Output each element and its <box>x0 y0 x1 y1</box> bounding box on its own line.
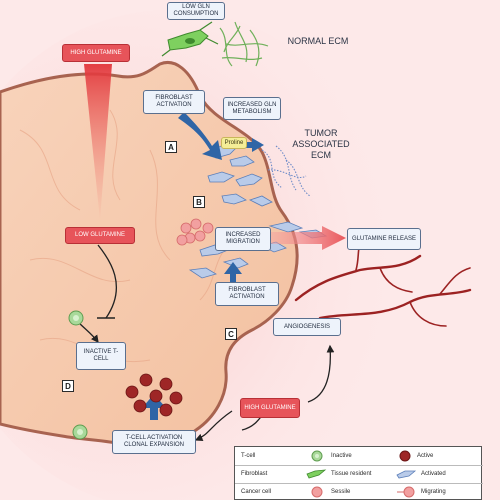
blood-vessels <box>294 235 472 327</box>
inactive-tcells <box>68 310 88 440</box>
resident-fibroblast-icon <box>306 469 327 479</box>
increased-migration-box: INCREASED MIGRATION <box>215 227 271 251</box>
activated-fibroblast-icon <box>396 470 417 479</box>
low-glutamine-box: LOW GLUTAMINE <box>65 227 135 244</box>
glutamine-gradient-beam <box>84 64 112 220</box>
panel-letter-a: A <box>165 141 177 153</box>
legend-sessile-label: Sessile <box>331 489 351 495</box>
tcell-activation-box: T-CELL ACTIVATION CLONAL EXPANSION <box>112 430 196 454</box>
legend-tissue-resident-label: Tissue resident <box>331 471 372 477</box>
legend-row-fibroblast: Fibroblast Tissue resident Activated <box>235 465 483 484</box>
glutamine-release-box: GLUTAMINE RELEASE <box>347 228 421 250</box>
inactive-tcell-icon <box>311 450 323 462</box>
tumor-ecm-label: TUMOR ASSOCIATED ECM <box>292 128 350 160</box>
proline-box: Proline <box>221 137 247 149</box>
legend-tcell-label: T-cell <box>241 453 256 459</box>
legend-active-label: Active <box>417 453 434 459</box>
legend-migrating-label: Migrating <box>421 489 446 495</box>
migrating-cancer-cell-icon <box>397 486 415 498</box>
normal-ecm-fibers <box>219 21 269 67</box>
tumor-ecm-fibers <box>261 145 311 197</box>
tumor-texture <box>19 109 241 363</box>
low-gln-consumption-box: LOW GLN CONSUMPTION <box>167 2 225 20</box>
legend: T-cell Inactive Active Fibroblast Tissue… <box>234 446 483 500</box>
legend-activated-label: Activated <box>421 471 446 477</box>
legend-inactive-label: Inactive <box>331 453 352 459</box>
resident-fibroblast <box>161 21 219 57</box>
angiogenesis-box: ANGIOGENESIS <box>273 318 341 336</box>
fibroblast-activation-box-mid: FIBROBLAST ACTIVATION <box>215 282 279 306</box>
normal-ecm-label: NORMAL ECM <box>287 36 349 46</box>
legend-cancer-cell-label: Cancer cell <box>241 489 272 495</box>
active-tcell-icon <box>399 450 411 462</box>
glutamine-release-arrow <box>262 226 346 250</box>
active-tcells <box>125 373 183 417</box>
panel-letter-b: B <box>193 196 205 208</box>
sessile-cancer-cell-icon <box>311 486 323 498</box>
increased-gln-metabolism-box: INCREASED GLN METABOLISM <box>223 97 281 120</box>
high-glutamine-box-top: HIGH GLUTAMINE <box>62 44 130 62</box>
legend-row-cancer: Cancer cell Sessile Migrating <box>235 483 483 500</box>
panel-letter-c: C <box>225 328 237 340</box>
panel-letter-d: D <box>62 380 74 392</box>
fibroblast-activation-box-top: FIBROBLAST ACTIVATION <box>143 90 205 114</box>
legend-fibroblast-label: Fibroblast <box>241 471 268 477</box>
inactive-tcell-box: INACTIVE T-CELL <box>76 342 126 370</box>
sessile-cancer-cells <box>176 218 214 246</box>
high-glutamine-box-bottom: HIGH GLUTAMINE <box>240 398 300 418</box>
legend-row-tcell: T-cell Inactive Active <box>235 447 483 466</box>
